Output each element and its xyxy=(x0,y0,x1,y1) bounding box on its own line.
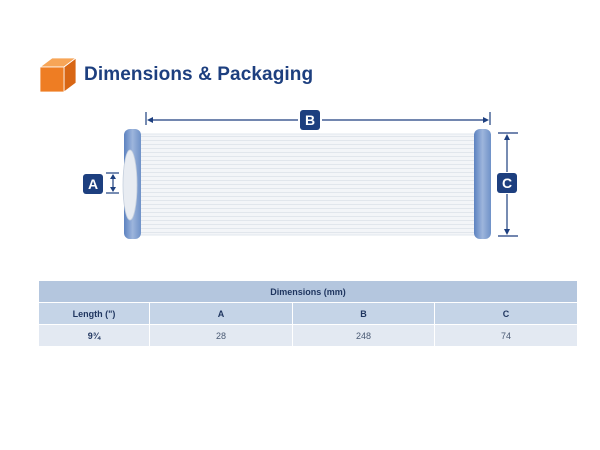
filter-diagram: A B C xyxy=(83,110,518,239)
cell-c: 74 xyxy=(433,324,579,347)
cell-a: 28 xyxy=(149,324,293,347)
column-header-b: B xyxy=(292,302,435,325)
dimension-label-a: A xyxy=(83,174,103,194)
page-title: Dimensions & Packaging xyxy=(84,64,314,85)
filter-cartridge-illustration xyxy=(106,112,518,239)
dimension-label-c: C xyxy=(497,173,517,193)
cell-length: 9¾ xyxy=(38,324,150,347)
column-header-c: C xyxy=(433,302,579,325)
table-row: 9¾ 28 248 74 xyxy=(38,324,579,347)
left-cap-opening xyxy=(122,149,138,221)
table-group-header: Dimensions (mm) xyxy=(37,280,579,303)
column-header-a: A xyxy=(149,302,293,325)
column-header-length: Length (") xyxy=(38,302,150,325)
dimensions-table: Dimensions (mm) Length (") A B C 9¾ 28 2… xyxy=(37,280,579,347)
dimension-label-b: B xyxy=(300,110,320,130)
right-end-cap xyxy=(474,129,491,239)
table-group-header-row: Dimensions (mm) xyxy=(37,280,579,303)
cell-b: 248 xyxy=(292,324,435,347)
section-header: Dimensions & Packaging xyxy=(38,55,313,95)
box-icon xyxy=(38,57,78,93)
table-header-row: Length (") A B C xyxy=(38,302,579,325)
filter-body xyxy=(136,134,481,235)
